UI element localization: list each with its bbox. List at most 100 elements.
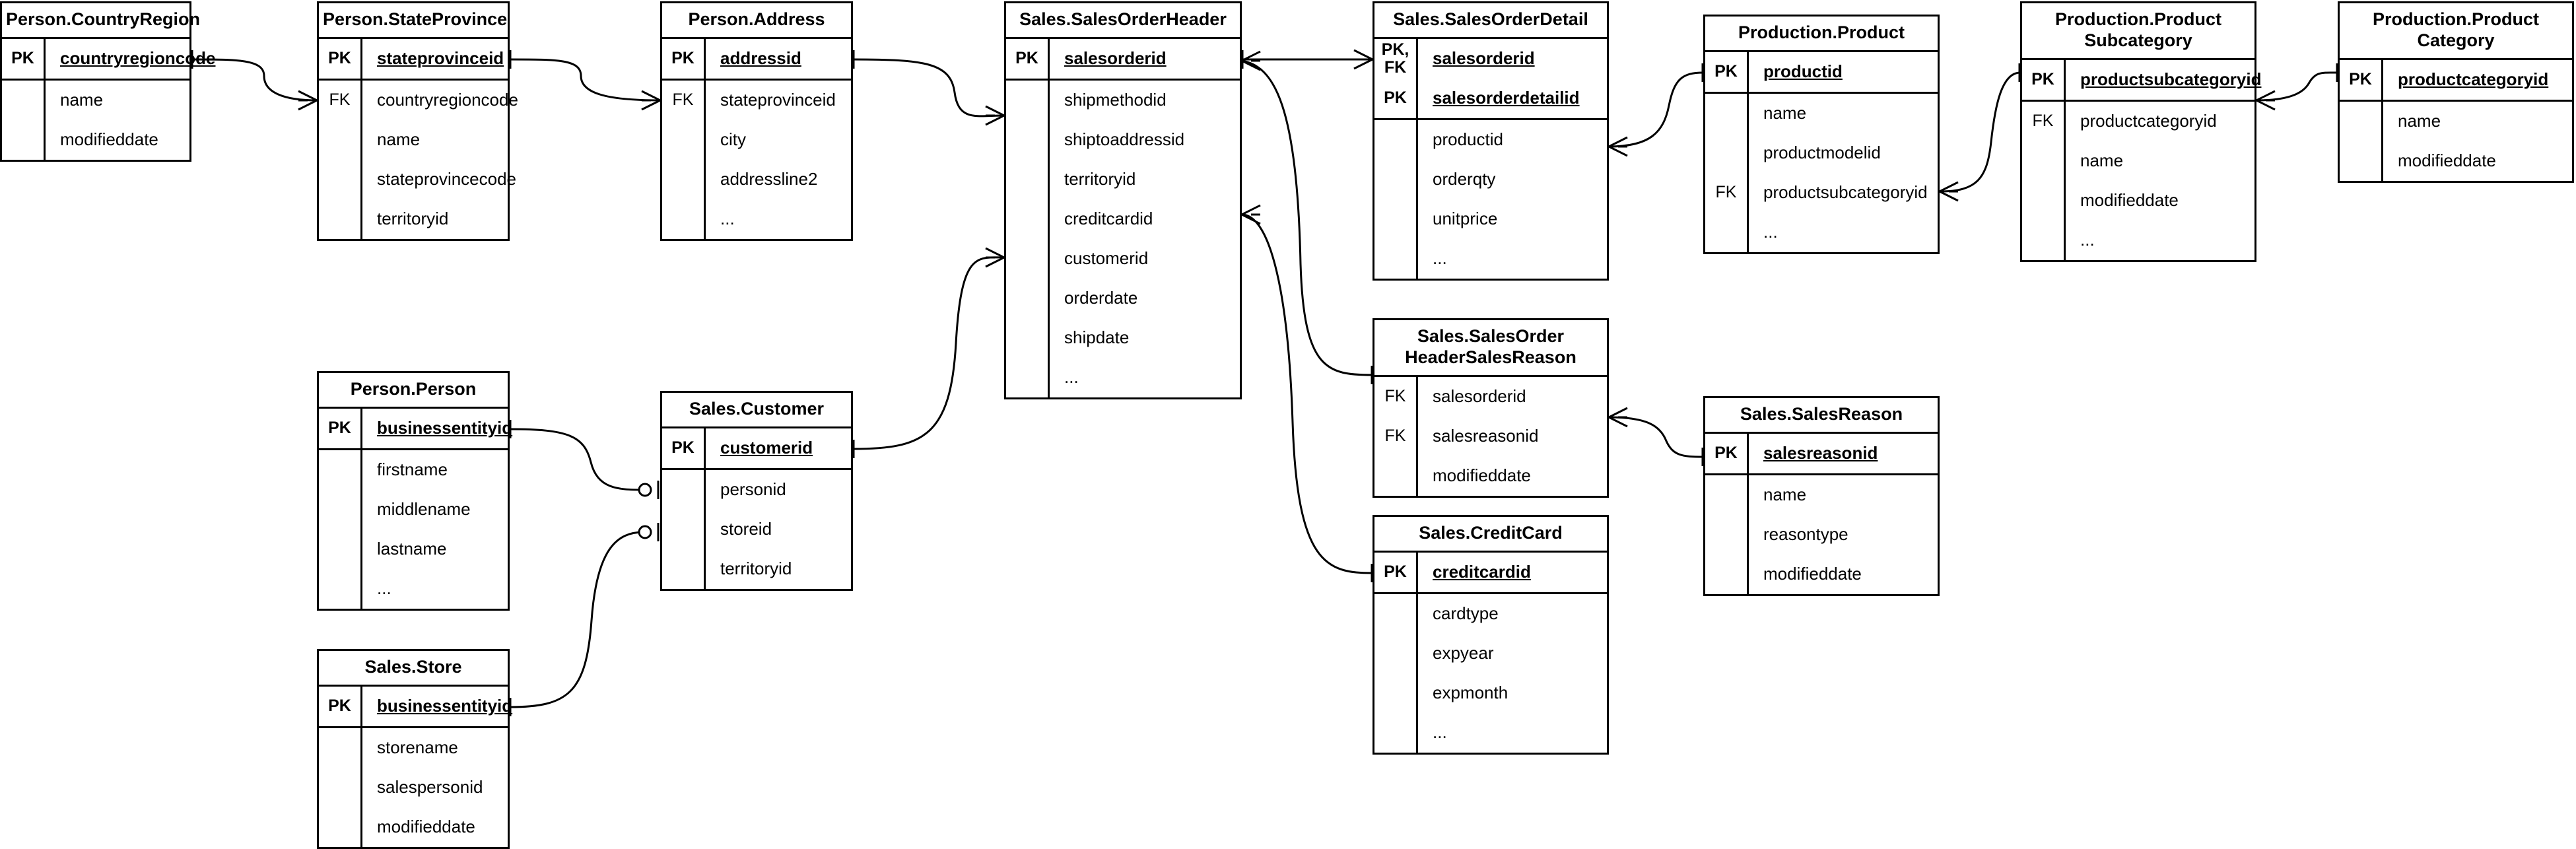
attribute-row[interactable]: name — [319, 119, 508, 160]
attribute-row[interactable]: storename — [319, 728, 508, 768]
attribute-row[interactable]: stateprovincecode — [319, 159, 516, 199]
attribute-name: shiptoaddressid — [1064, 129, 1185, 150]
attribute-name: salesorderid — [1064, 48, 1167, 69]
attribute-row[interactable]: ... — [1374, 238, 1607, 279]
attribute-row[interactable]: productid — [1374, 119, 1607, 160]
attribute-row[interactable]: modifieddate — [1705, 554, 1938, 594]
attribute-name: name — [60, 90, 104, 110]
entity-title: Sales.CreditCard — [1374, 517, 1607, 553]
attribute-row[interactable]: customerid — [1006, 238, 1240, 279]
attribute-name: stateprovincecode — [377, 169, 517, 189]
attribute-row[interactable]: personid — [662, 469, 851, 510]
attribute-name: ... — [377, 578, 391, 599]
attribute-row[interactable]: name — [1705, 475, 1938, 515]
attribute-row[interactable]: modifieddate — [2340, 141, 2572, 181]
attribute-name: lastname — [377, 539, 447, 559]
attribute-row[interactable]: ... — [319, 568, 508, 609]
entity-title: Person.Person — [319, 373, 508, 409]
attribute-row[interactable]: modifieddate — [2, 119, 189, 160]
attribute-row[interactable]: firstname — [319, 450, 508, 490]
attribute-row[interactable]: productmodelid — [1705, 133, 1938, 173]
attribute-row[interactable]: modifieddate — [2022, 180, 2254, 221]
attribute-row[interactable]: shipdate — [1006, 318, 1240, 358]
attribute-row[interactable]: territoryid — [662, 549, 851, 589]
attribute-row[interactable]: modifieddate — [319, 807, 508, 847]
attribute-row[interactable]: name — [2340, 101, 2572, 141]
attribute-row[interactable]: orderqty — [1374, 159, 1607, 199]
attribute-row[interactable]: territoryid — [1006, 159, 1240, 199]
attribute-row[interactable]: modifieddate — [1374, 456, 1607, 496]
attribute-row[interactable]: city — [662, 119, 851, 160]
attribute-row[interactable]: ... — [1374, 712, 1607, 753]
attribute-row[interactable]: name — [1705, 93, 1938, 133]
attribute-row[interactable]: cardtype — [1374, 594, 1607, 634]
key-badge: PK — [1705, 433, 1749, 473]
attribute-row[interactable]: territoryid — [319, 199, 508, 239]
attribute-row[interactable]: ... — [1006, 357, 1240, 397]
attribute-row[interactable]: lastname — [319, 529, 508, 569]
key-badge — [662, 549, 706, 589]
attribute-row[interactable]: shiptoaddressid — [1006, 119, 1240, 160]
key-badge: FK — [662, 80, 706, 120]
attribute-row[interactable]: ... — [662, 199, 851, 239]
attribute-row[interactable]: name — [2, 80, 189, 120]
attribute-row[interactable]: addressline2 — [662, 159, 851, 199]
attribute-row[interactable]: storeid — [662, 509, 851, 549]
attribute-name: ... — [1433, 248, 1447, 269]
attribute-name: name — [2080, 151, 2124, 171]
attribute-row[interactable]: ... — [1705, 212, 1938, 252]
attribute-row[interactable]: ... — [2022, 220, 2254, 260]
attribute-row[interactable]: expmonth — [1374, 673, 1607, 713]
attribute-row[interactable]: salespersonid — [319, 767, 508, 807]
attribute-row[interactable]: reasontype — [1705, 514, 1938, 555]
attribute-row[interactable]: name — [2022, 141, 2254, 181]
attribute-row[interactable]: unitprice — [1374, 199, 1607, 239]
attribute-row[interactable]: expyear — [1374, 633, 1607, 673]
key-badge — [1705, 212, 1749, 252]
attribute-row[interactable]: middlename — [319, 489, 508, 529]
attribute-row[interactable]: creditcardid — [1006, 199, 1240, 239]
attribute-row[interactable]: orderdate — [1006, 278, 1240, 318]
attribute-row[interactable]: shipmethodid — [1006, 80, 1240, 120]
key-badge: PK — [2, 38, 46, 79]
